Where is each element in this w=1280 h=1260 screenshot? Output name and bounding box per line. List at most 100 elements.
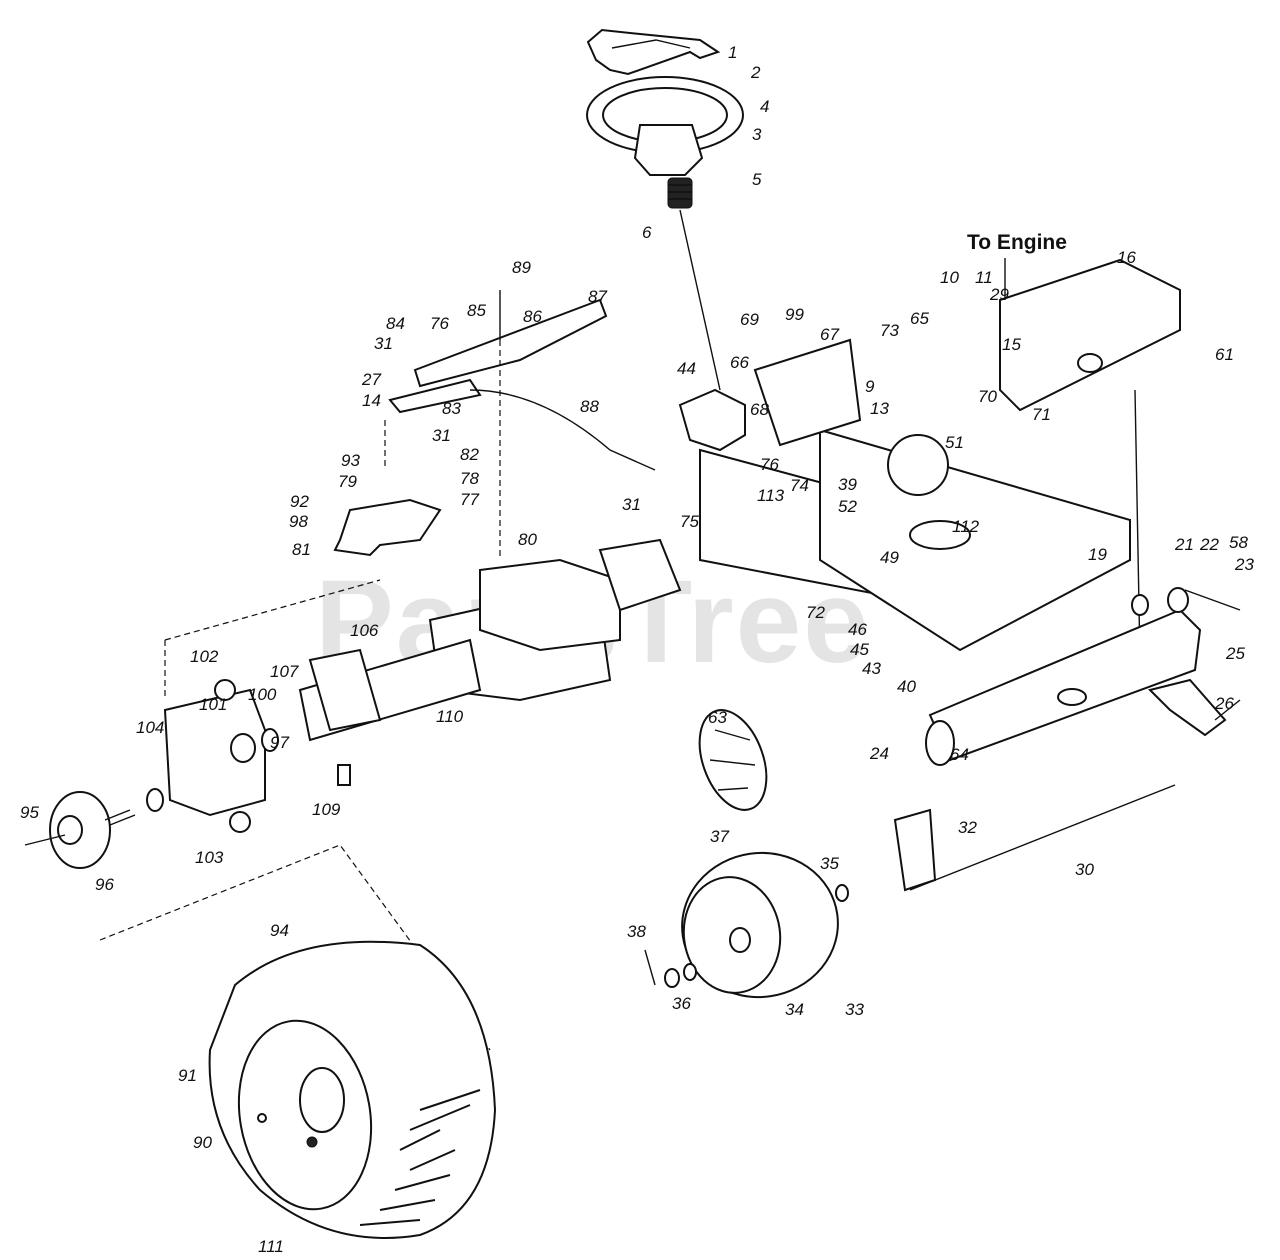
callout-51: 51 xyxy=(945,433,964,452)
axle-bolt xyxy=(1214,699,1241,721)
callout-13: 13 xyxy=(870,399,889,418)
assembly-dash xyxy=(164,579,381,700)
callout-81: 81 xyxy=(292,540,311,559)
callout-38: 38 xyxy=(627,922,646,941)
steering-shaft xyxy=(679,209,721,391)
callout-100: 100 xyxy=(248,685,277,704)
spindle-32 xyxy=(893,808,937,892)
callout-109: 109 xyxy=(312,800,341,819)
callout-29: 29 xyxy=(989,285,1009,304)
callout-23: 23 xyxy=(1234,555,1254,574)
transaxle-case xyxy=(479,558,621,652)
callout-40: 40 xyxy=(897,677,916,696)
callout-31: 31 xyxy=(432,426,451,445)
callout-103: 103 xyxy=(195,848,224,867)
nut-102-top xyxy=(214,679,236,701)
hubcap-group xyxy=(698,709,768,811)
callout-11: 11 xyxy=(975,268,993,287)
drag-link xyxy=(469,389,656,471)
steering-arm-22 xyxy=(1167,587,1189,613)
callout-98: 98 xyxy=(289,512,308,531)
callout-94: 94 xyxy=(270,921,289,940)
callout-64: 64 xyxy=(950,745,969,764)
callout-69: 69 xyxy=(740,310,759,329)
callout-32: 32 xyxy=(958,818,977,837)
callout-102: 102 xyxy=(190,647,219,666)
washer-35b xyxy=(835,884,849,902)
bolt-23 xyxy=(1184,589,1241,611)
washer-97 xyxy=(261,728,279,752)
callout-76: 76 xyxy=(430,314,449,333)
transaxle-group xyxy=(24,538,682,1051)
callout-10: 10 xyxy=(940,268,959,287)
sector-gear-51 xyxy=(887,434,949,496)
callout-27: 27 xyxy=(361,370,381,389)
bellows-ribs xyxy=(668,184,692,200)
callout-61: 61 xyxy=(1215,345,1234,364)
axle-hole xyxy=(1057,688,1087,706)
callout-63: 63 xyxy=(708,708,727,727)
bushing-100 xyxy=(230,733,256,763)
callout-30: 30 xyxy=(1075,860,1094,879)
callout-76: 76 xyxy=(760,455,779,474)
callout-104: 104 xyxy=(136,718,164,737)
callout-71: 71 xyxy=(1032,405,1051,424)
callout-72: 72 xyxy=(806,603,825,622)
callout-19: 19 xyxy=(1088,545,1107,564)
callout-82: 82 xyxy=(460,445,479,464)
callout-31: 31 xyxy=(374,334,393,353)
steering-cap xyxy=(586,28,721,76)
axle-flange xyxy=(308,648,382,732)
callout-34: 34 xyxy=(785,1000,804,1019)
spindle-26 xyxy=(1148,678,1227,737)
callout-89: 89 xyxy=(512,258,531,277)
callout-14: 14 xyxy=(362,391,381,410)
lug-nut-27 xyxy=(306,1136,318,1148)
callout-26: 26 xyxy=(1214,694,1234,713)
callout-78: 78 xyxy=(460,469,479,488)
cap-detail xyxy=(611,39,691,49)
callout-25: 25 xyxy=(1225,644,1245,663)
callout-99: 99 xyxy=(785,305,804,324)
callout-90: 90 xyxy=(193,1133,212,1152)
callout-113: 113 xyxy=(757,486,785,505)
callout-68: 68 xyxy=(750,400,769,419)
pivot-bushing xyxy=(1131,594,1149,616)
callout-112: 112 xyxy=(952,517,980,536)
callout-92: 92 xyxy=(290,492,309,511)
callout-58: 58 xyxy=(1229,533,1248,552)
callout-110: 110 xyxy=(436,707,464,726)
callout-74: 74 xyxy=(790,476,809,495)
callout-97: 97 xyxy=(270,733,289,752)
callout-33: 33 xyxy=(845,1000,864,1019)
tread-pattern xyxy=(359,1089,481,1226)
callout-31: 31 xyxy=(622,495,641,514)
callout-79: 79 xyxy=(338,472,357,491)
steering-bellows xyxy=(667,177,693,209)
callout-85: 85 xyxy=(467,301,486,320)
callout-66: 66 xyxy=(730,353,749,372)
link-plate xyxy=(388,378,482,414)
axle-tube-right xyxy=(598,538,682,612)
pivot-plate xyxy=(909,520,971,550)
callout-49: 49 xyxy=(880,548,899,567)
callout-84: 84 xyxy=(386,314,405,333)
spindle-bushing-64 xyxy=(925,720,955,766)
callout-86: 86 xyxy=(523,307,542,326)
bracket-99 xyxy=(333,498,442,557)
valve-90 xyxy=(257,1113,267,1123)
linkage-group xyxy=(333,290,656,560)
frame-group xyxy=(678,258,1181,661)
bearing-100 xyxy=(146,788,164,812)
front-hub xyxy=(729,927,751,953)
callout-4: 4 xyxy=(760,97,769,116)
callout-107: 107 xyxy=(270,662,299,681)
hub-center xyxy=(57,815,83,845)
steering-wheel-group xyxy=(586,28,744,391)
to-engine-note: To Engine xyxy=(967,231,1067,254)
callout-67: 67 xyxy=(820,325,839,344)
callout-75: 75 xyxy=(680,512,699,531)
hubcap-spokes xyxy=(709,729,756,791)
callout-111: 111 xyxy=(258,1237,284,1256)
